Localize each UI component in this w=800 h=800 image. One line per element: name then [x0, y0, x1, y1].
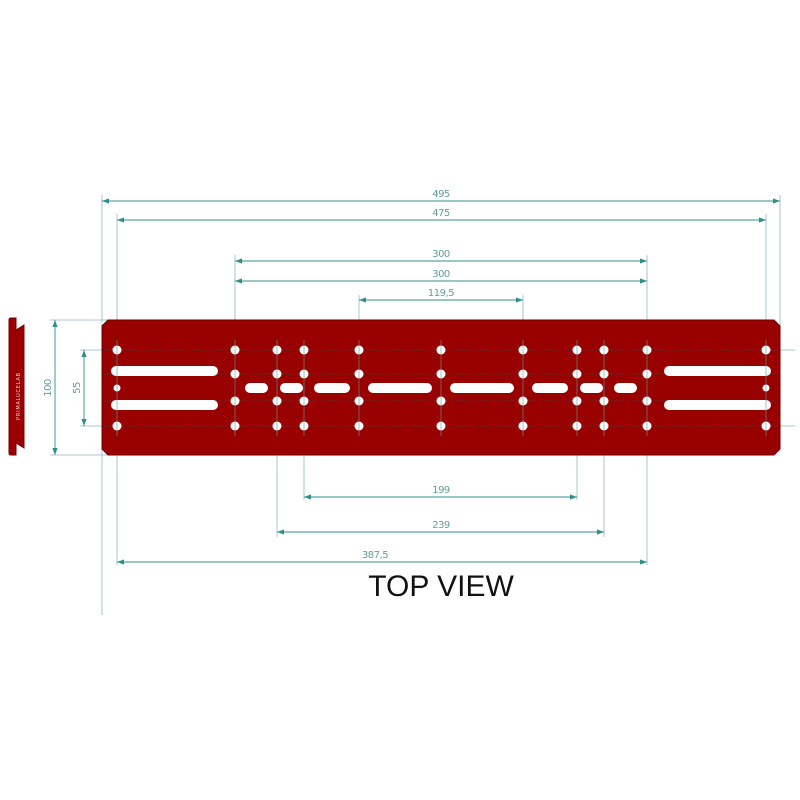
dimension-labels: 495 475 300 300 119,5 199 239 387,5 100 … [43, 189, 455, 561]
dim-center-spacing: 119,5 [428, 288, 454, 299]
mounting-holes [112, 345, 771, 431]
view-title: TOP VIEW [368, 570, 514, 603]
center-slots [245, 383, 637, 393]
dim-overall-length: 495 [432, 189, 450, 200]
dim-plate-width: 100 [43, 379, 54, 397]
mounting-plate [101, 319, 781, 456]
dim-inner-spacing-2: 239 [432, 520, 450, 531]
dim-mid-spacing-b: 300 [432, 269, 450, 280]
dim-outer-hole-spacing: 475 [432, 208, 450, 219]
side-view: PRIMALUCELAB [8, 317, 25, 456]
dim-inner-spacing: 199 [432, 485, 450, 496]
hole-crosshairs [116, 340, 767, 436]
dim-mid-spacing-a: 300 [432, 249, 450, 260]
dimension-lines [52, 198, 780, 565]
long-slots [111, 366, 771, 410]
brand-label: PRIMALUCELAB [16, 372, 22, 420]
dim-hole-row-spacing: 55 [72, 382, 83, 394]
dim-offset-spacing: 387,5 [362, 550, 388, 561]
